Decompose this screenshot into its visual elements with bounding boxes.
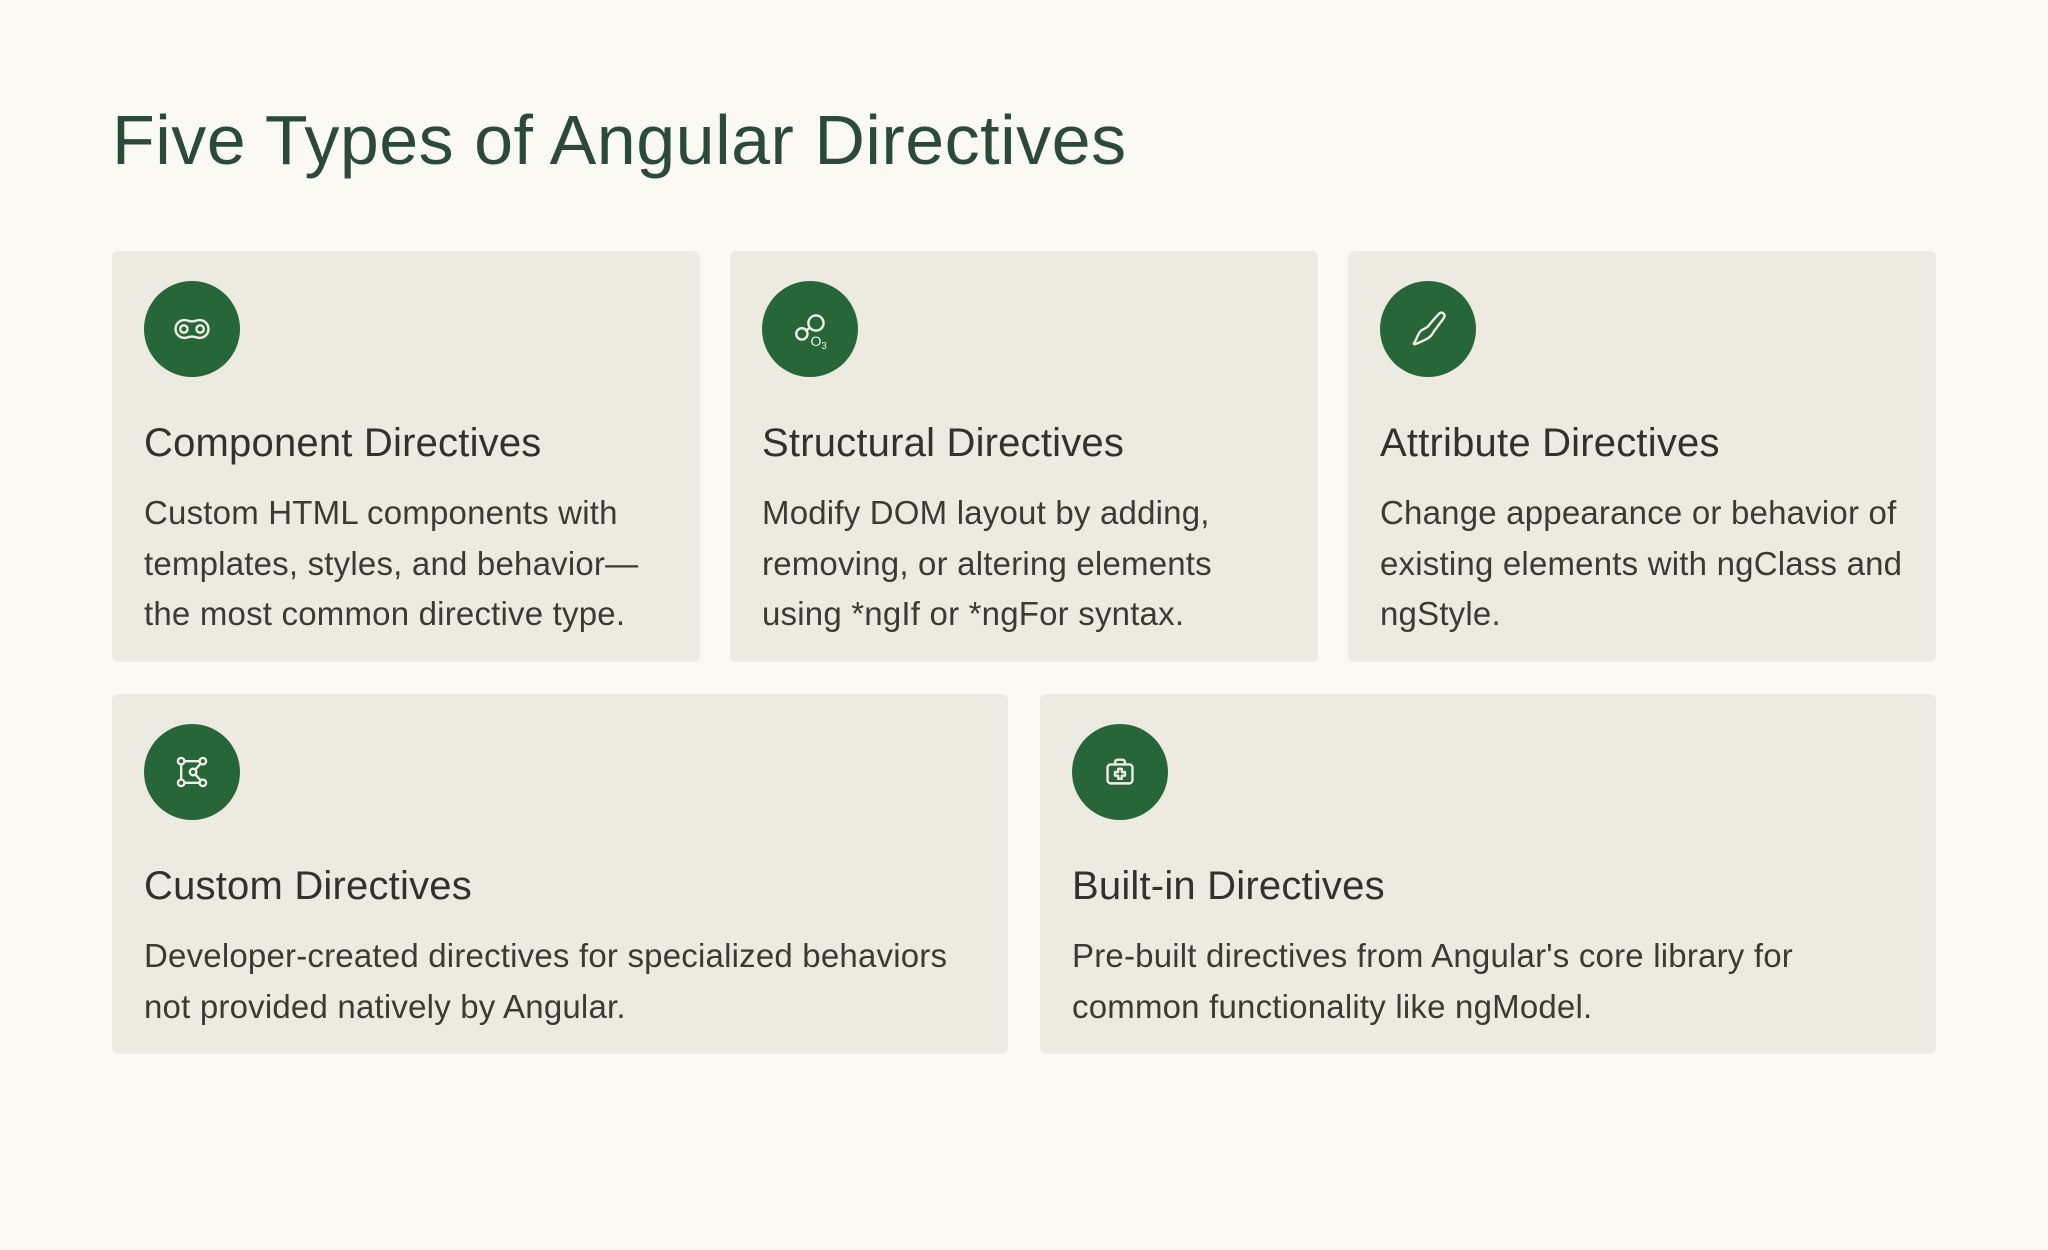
- chain-link-icon: [144, 281, 240, 378]
- card-title: Component Directives: [144, 421, 542, 466]
- card-attribute-directives: Attribute Directives Change appearance o…: [1348, 251, 1936, 663]
- svg-text:O: O: [811, 333, 822, 349]
- svg-text:3: 3: [821, 341, 826, 352]
- card-description: Modify DOM layout by adding, removing, o…: [762, 494, 1212, 632]
- first-aid-kit-icon: [1072, 724, 1168, 821]
- card-description: Custom HTML components with templates, s…: [144, 494, 639, 632]
- card-description: Pre-built directives from Angular's core…: [1072, 937, 1793, 1025]
- card-structural-directives: O 3 Structural Directives Modify DOM lay…: [730, 251, 1318, 663]
- card-title: Structural Directives: [762, 421, 1125, 466]
- ozone-molecule-icon: O 3: [762, 281, 858, 378]
- page-title: Five Types of Angular Directives: [112, 101, 1127, 179]
- vector-nodes-icon: [144, 724, 240, 821]
- card-built-in-directives: Built-in Directives Pre-built directives…: [1040, 694, 1936, 1055]
- cards-row-bottom: Custom Directives Developer-created dire…: [112, 694, 1936, 1055]
- card-description: Developer-created directives for special…: [144, 937, 948, 1025]
- paintbrush-icon: [1380, 281, 1476, 378]
- card-title: Attribute Directives: [1380, 421, 1720, 466]
- slide: Five Types of Angular Directives Compone…: [0, 98, 2048, 1250]
- card-title: Built-in Directives: [1072, 864, 1385, 909]
- card-custom-directives: Custom Directives Developer-created dire…: [112, 694, 1008, 1055]
- card-component-directives: Component Directives Custom HTML compone…: [112, 251, 700, 663]
- cards-row-top: Component Directives Custom HTML compone…: [112, 251, 1936, 663]
- card-description: Change appearance or behavior of existin…: [1380, 494, 1903, 632]
- card-title: Custom Directives: [144, 864, 472, 909]
